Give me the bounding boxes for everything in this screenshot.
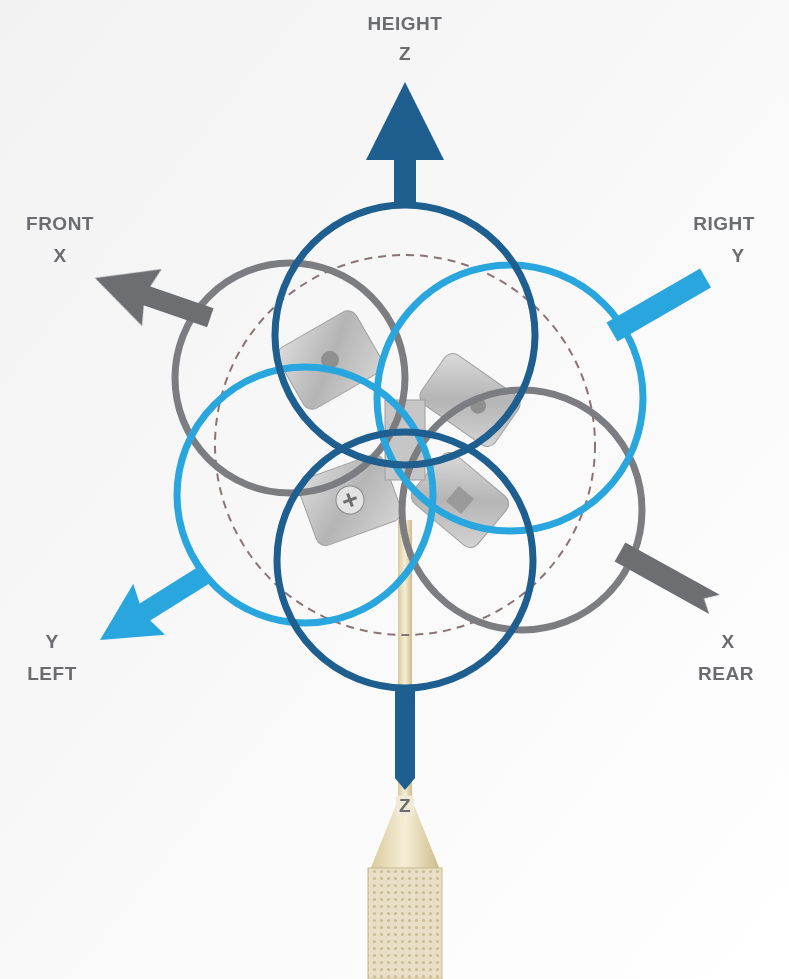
- z-down-arrow: [395, 688, 415, 790]
- axis-letter: X: [721, 632, 734, 653]
- axis-arrows: [84, 82, 720, 790]
- axis-title: FRONT: [26, 214, 94, 235]
- x-rear-arrow: [615, 542, 720, 614]
- axis-title: RIGHT: [693, 214, 755, 235]
- x-front-arrow: [85, 250, 220, 346]
- axis-letter: X: [53, 246, 66, 267]
- y-left-arrow: [84, 548, 222, 665]
- axis-letter: Y: [45, 632, 58, 653]
- axis-title: REAR: [698, 664, 754, 685]
- axis-title: LEFT: [27, 664, 77, 685]
- axis-letter: Y: [731, 246, 744, 267]
- axis-title: HEIGHT: [368, 14, 443, 35]
- z-up-arrow: [366, 82, 444, 205]
- axis-letter: Z: [399, 44, 411, 65]
- axis-letter: Z: [396, 796, 414, 817]
- rotation-circles: [175, 205, 643, 688]
- y-right-arrow: [607, 268, 712, 341]
